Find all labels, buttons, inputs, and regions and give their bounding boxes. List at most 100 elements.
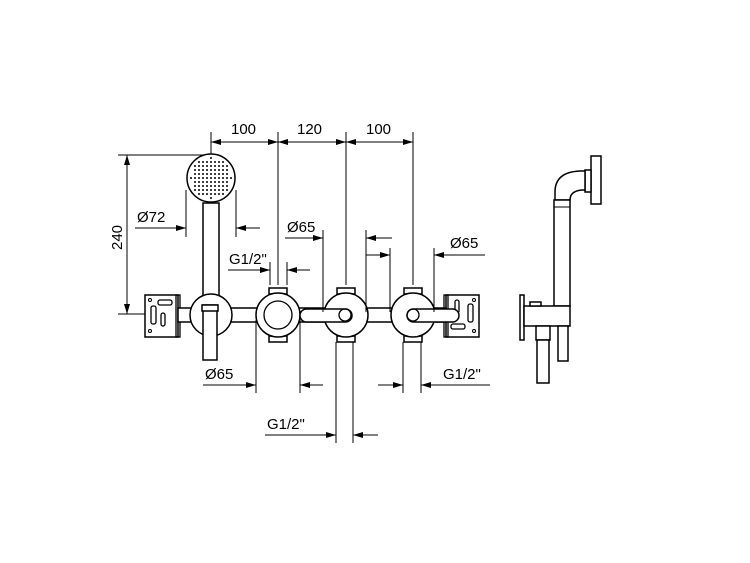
nozzle-dot — [194, 189, 196, 191]
nozzle-dot — [214, 181, 216, 183]
dim-label-65-right: Ø65 — [450, 235, 478, 252]
nozzle-dot — [218, 177, 220, 179]
nozzle-dot — [226, 185, 228, 187]
nozzle-dot — [206, 189, 208, 191]
nozzle-dot — [198, 169, 200, 171]
nozzle-dot — [214, 193, 216, 195]
nozzle-dot — [226, 165, 228, 167]
nozzle-dot — [194, 181, 196, 183]
nozzle-dot — [198, 177, 200, 179]
nozzle-dot — [210, 161, 212, 163]
nozzle-dot — [210, 169, 212, 171]
nozzle-dot — [202, 169, 204, 171]
wall-flange-top — [590, 155, 602, 205]
nozzle-dot — [190, 177, 192, 179]
nozzle-dot — [226, 173, 228, 175]
nozzle-dot — [214, 169, 216, 171]
center-pipe — [335, 342, 354, 443]
nozzle-dot — [194, 185, 196, 187]
nozzle-dot — [206, 169, 208, 171]
nozzle-dot — [206, 165, 208, 167]
nozzle-dot — [198, 189, 200, 191]
dim-label-65-mid: Ø65 — [287, 219, 315, 236]
nozzle-dot — [198, 173, 200, 175]
nozzle-dot — [206, 173, 208, 175]
valve-mixer-right — [390, 287, 460, 343]
nozzle-dot — [222, 165, 224, 167]
thread-dim-bottom-center: G1/2" — [265, 416, 378, 438]
nozzle-dot — [202, 193, 204, 195]
nozzle-dot — [218, 181, 220, 183]
nozzle-dot — [226, 189, 228, 191]
nozzle-dot — [210, 181, 212, 183]
nozzle-dot — [214, 177, 216, 179]
nozzle-dot — [214, 165, 216, 167]
nozzle-dot — [218, 165, 220, 167]
nozzle-dot — [218, 169, 220, 171]
nozzle-dot — [194, 169, 196, 171]
thread-dim-upper: G1/2" — [228, 251, 310, 285]
shower-head-nozzles — [190, 157, 232, 199]
nozzle-dot — [194, 173, 196, 175]
nozzle-dot — [214, 185, 216, 187]
nozzle-dot — [226, 169, 228, 171]
nozzle-dot — [210, 185, 212, 187]
dim-label-65-bottom: Ø65 — [205, 366, 233, 383]
nozzle-dot — [202, 173, 204, 175]
nozzle-dot — [214, 173, 216, 175]
nozzle-dot — [222, 193, 224, 195]
nozzle-dot — [218, 173, 220, 175]
mounting-plate-left — [144, 294, 181, 338]
nozzle-dot — [226, 177, 228, 179]
dim-label-120: 120 — [297, 121, 322, 138]
nozzle-dot — [222, 161, 224, 163]
nozzle-dot — [210, 177, 212, 179]
nozzle-dot — [218, 193, 220, 195]
dim-label-100-left: 100 — [231, 121, 256, 138]
nozzle-dot — [198, 165, 200, 167]
nozzle-dot — [194, 165, 196, 167]
nozzle-dot — [210, 197, 212, 199]
nozzle-dot — [222, 169, 224, 171]
dim-label-g12-bottom-right: G1/2" — [443, 366, 481, 383]
side-view — [519, 155, 602, 384]
nozzle-dot — [210, 165, 212, 167]
dim-label-100-right: 100 — [366, 121, 391, 138]
nozzle-dot — [222, 185, 224, 187]
valve-diameter-dim-bottom: Ø65 — [203, 320, 323, 393]
top-dimension-chain: 100 120 100 — [210, 121, 414, 300]
hand-shower — [186, 153, 236, 306]
nozzle-dot — [218, 161, 220, 163]
nozzle-dot — [210, 189, 212, 191]
nozzle-dot — [210, 157, 212, 159]
dim-label-g12-bottom-center: G1/2" — [267, 416, 305, 433]
valve-diameter-dim-mid: Ø65 — [285, 219, 392, 312]
lever-handle — [299, 308, 353, 323]
hose-outlet — [189, 293, 233, 361]
nozzle-dot — [222, 177, 224, 179]
nozzle-dot — [230, 177, 232, 179]
nozzle-dot — [222, 173, 224, 175]
dim-label-240: 240 — [109, 225, 126, 250]
nozzle-dot — [206, 185, 208, 187]
nozzle-dot — [206, 181, 208, 183]
nozzle-dot — [198, 181, 200, 183]
nozzle-dot — [202, 161, 204, 163]
nozzle-dot — [206, 161, 208, 163]
nozzle-dot — [218, 189, 220, 191]
nozzle-dot — [206, 177, 208, 179]
nozzle-dot — [202, 181, 204, 183]
nozzle-dot — [194, 177, 196, 179]
nozzle-dot — [210, 193, 212, 195]
nozzle-dot — [222, 189, 224, 191]
nozzle-dot — [218, 185, 220, 187]
nozzle-dot — [214, 161, 216, 163]
valve-diameter-dim-right: Ø65 — [366, 235, 485, 312]
nozzle-dot — [198, 193, 200, 195]
nozzle-dot — [198, 161, 200, 163]
nozzle-dot — [206, 193, 208, 195]
nozzle-dot — [210, 173, 212, 175]
shower-handle — [202, 202, 220, 306]
